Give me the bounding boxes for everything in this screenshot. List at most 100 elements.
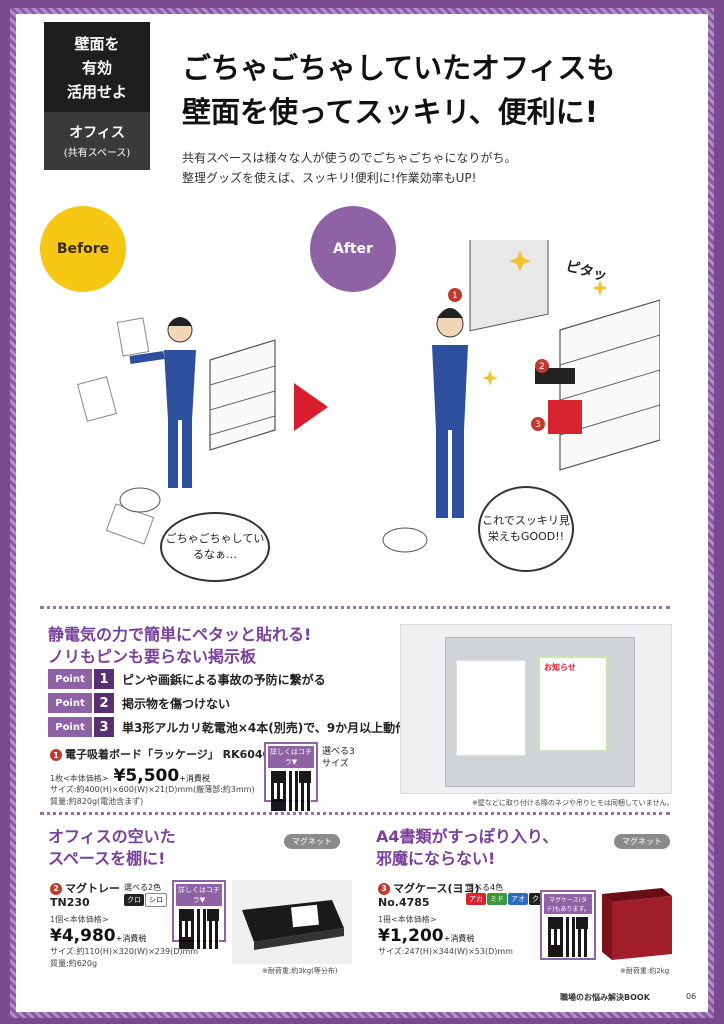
category-label: オフィス — [69, 125, 125, 141]
marker-label: 1 — [452, 291, 458, 301]
product-code: TN230 — [50, 896, 90, 909]
tag-line: 活用せよ — [66, 83, 127, 101]
category-sub: (共有スペース) — [63, 148, 131, 159]
qr-code-link[interactable]: 詳しくはコチラ▼ — [264, 742, 318, 811]
magnet-badge: マグネット — [284, 834, 340, 849]
color-option[interactable]: シロ — [145, 893, 167, 907]
paper-drawing — [76, 376, 118, 422]
person-drawing — [432, 308, 468, 518]
magnet-badge: マグネット — [614, 834, 670, 849]
title-line: A4書類がすっぽり入り、 — [376, 827, 559, 846]
category-tag: オフィス (共有スペース) — [44, 112, 150, 170]
product1-price-block: 1枚<本体価格> ¥5,500+消費税 — [50, 766, 210, 786]
wall-board-drawing — [469, 240, 549, 332]
product3-price-block: 1冊<本体価格> ¥1,200+消費税 — [378, 915, 475, 946]
qr-label: 詳しくはコチラ▼ — [176, 884, 222, 906]
product2-specs: サイズ:約110(H)×320(W)×239(D)mm 質量:約620g — [50, 947, 199, 968]
qr-code-icon — [548, 917, 588, 957]
board-frame: お知らせ — [445, 637, 635, 787]
marker-3 — [531, 417, 545, 431]
color-option[interactable]: アオ — [508, 893, 528, 905]
lead-line: 整理グッズを使えば、スッキリ!便利に!作業効率もUP! — [182, 171, 477, 185]
point-row: Point 1 ピンや画鋲による事故の予防に繋がる — [48, 668, 326, 690]
product2-note: ※耐荷重:約3kg(等分布) — [262, 967, 338, 975]
tray-photo — [232, 880, 352, 964]
board-photo: お知らせ — [400, 624, 672, 794]
lead-text: 共有スペースは様々な人が使うのでごちゃごちゃになりがち。 整理グッズを使えば、ス… — [182, 148, 517, 188]
point-label: Point — [48, 717, 92, 737]
qr-label: 詳しくはコチラ▼ — [268, 746, 314, 768]
before-speech-bubble: ごちゃごちゃしているなぁ… — [160, 512, 270, 582]
qr-label: マグケース(タテ)もあります。 — [544, 894, 592, 914]
spec-line: 質量:約820g(電池含まず) — [50, 797, 144, 806]
marker-2 — [535, 359, 549, 373]
product1-specs: サイズ:約400(H)×600(W)×21(D)mm(厳薄部:約3mm) 質量:… — [50, 784, 255, 808]
title-line: ノリもピンも要らない掲示板 — [48, 647, 257, 666]
point-row: Point 2 掲示物を傷つけない — [48, 692, 230, 714]
product3-colors: 選べる4色 アカミドアオクロ — [466, 882, 550, 905]
product2-colors: 選べる2色 クロシロ — [124, 882, 168, 907]
headline-line: ごちゃごちゃしていたオフィスも — [182, 51, 616, 85]
product-number: 3 — [378, 883, 390, 895]
after-badge: After — [310, 206, 396, 292]
cabinet-drawing — [559, 299, 660, 471]
spec-line: サイズ:約400(H)×600(W)×21(D)mm(厳薄部:約3mm) — [50, 785, 255, 794]
arrow-icon — [294, 383, 328, 431]
tag-line: 壁面を — [74, 35, 120, 53]
point-number: 3 — [94, 717, 114, 737]
qr-code-link[interactable]: 詳しくはコチラ▼ — [172, 880, 226, 949]
point-row: Point 3 単3形アルカリ乾電池×4本(別売)で、9か月以上動作 — [48, 716, 407, 738]
tag-line: 有効 — [81, 59, 112, 77]
title-line: 静電気の力で簡単にペタッと貼れる! — [48, 625, 312, 644]
product3-title: A4書類がすっぽり入り、 邪魔にならない! — [376, 826, 558, 870]
headline: ごちゃごちゃしていたオフィスも 壁面を使ってスッキリ、便利に! — [182, 46, 616, 134]
page — [10, 8, 714, 1018]
marker-label: 2 — [539, 362, 545, 372]
product3-note: ※耐荷重:約2kg — [620, 967, 670, 975]
title-line: オフィスの空いた — [48, 827, 176, 846]
product2-price-block: 1個<本体価格> ¥4,980+消費税 — [50, 915, 147, 946]
qr-code-link[interactable]: マグケース(タテ)もあります。 — [540, 890, 596, 960]
footer-book: 職場のお悩み解決BOOK — [560, 993, 650, 1002]
product1-note: ※壁などに取り付ける際のネジや吊りヒモは同梱していません。 — [472, 799, 674, 807]
cat-drawing — [382, 527, 428, 553]
case-photo — [602, 888, 672, 960]
headline-line: 壁面を使ってスッキリ、便利に! — [182, 95, 599, 129]
lead-line: 共有スペースは様々な人が使うのでごちゃごちゃになりがち。 — [182, 151, 517, 165]
product-number: 1 — [50, 749, 62, 761]
color-option[interactable]: ミド — [487, 893, 507, 905]
poster-right: お知らせ — [538, 656, 608, 752]
qr-code-icon — [271, 771, 311, 811]
product-number: 2 — [50, 883, 62, 895]
point-text: ピンや画鋲による事故の予防に繋がる — [122, 672, 326, 687]
point-label: Point — [48, 693, 92, 713]
after-speech-bubble: これでスッキリ見栄えもGOOD!! — [478, 486, 574, 572]
product3-specs: サイズ:247(H)×344(W)×53(D)mm — [378, 947, 513, 956]
product1-title: 静電気の力で簡単にペタッと貼れる! ノリもピンも要らない掲示板 — [48, 624, 311, 668]
title-line: スペースを棚に! — [48, 849, 166, 868]
product-code: No.4785 — [378, 896, 430, 909]
sparkle-icons — [482, 250, 608, 386]
person-drawing — [129, 317, 196, 488]
point-number: 1 — [94, 669, 114, 689]
color-option[interactable]: クロ — [124, 894, 144, 906]
color-option[interactable]: アカ — [466, 893, 486, 905]
cat-drawing — [119, 487, 161, 513]
point-label: Point — [48, 669, 92, 689]
sizes-label: 選べる3サイズ — [322, 747, 355, 769]
product-name: 電子吸着ボード「ラッケージ」 RK6040FL — [65, 748, 285, 761]
after-illustration: 1 2 3 ピタッ — [382, 240, 660, 553]
marker-1 — [448, 288, 462, 302]
section-tag: 壁面を 有効 活用せよ — [44, 22, 150, 112]
sfx-text: ピタッ — [564, 258, 609, 284]
qr-code-icon — [179, 909, 219, 949]
page-number: 06 — [686, 992, 697, 1001]
price: ¥5,500+消費税 — [113, 766, 210, 786]
poster-left — [456, 660, 526, 756]
title-line: 邪魔にならない! — [376, 849, 496, 868]
product2-title: オフィスの空いた スペースを棚に! — [48, 826, 176, 870]
cabinet-drawing — [209, 339, 276, 451]
